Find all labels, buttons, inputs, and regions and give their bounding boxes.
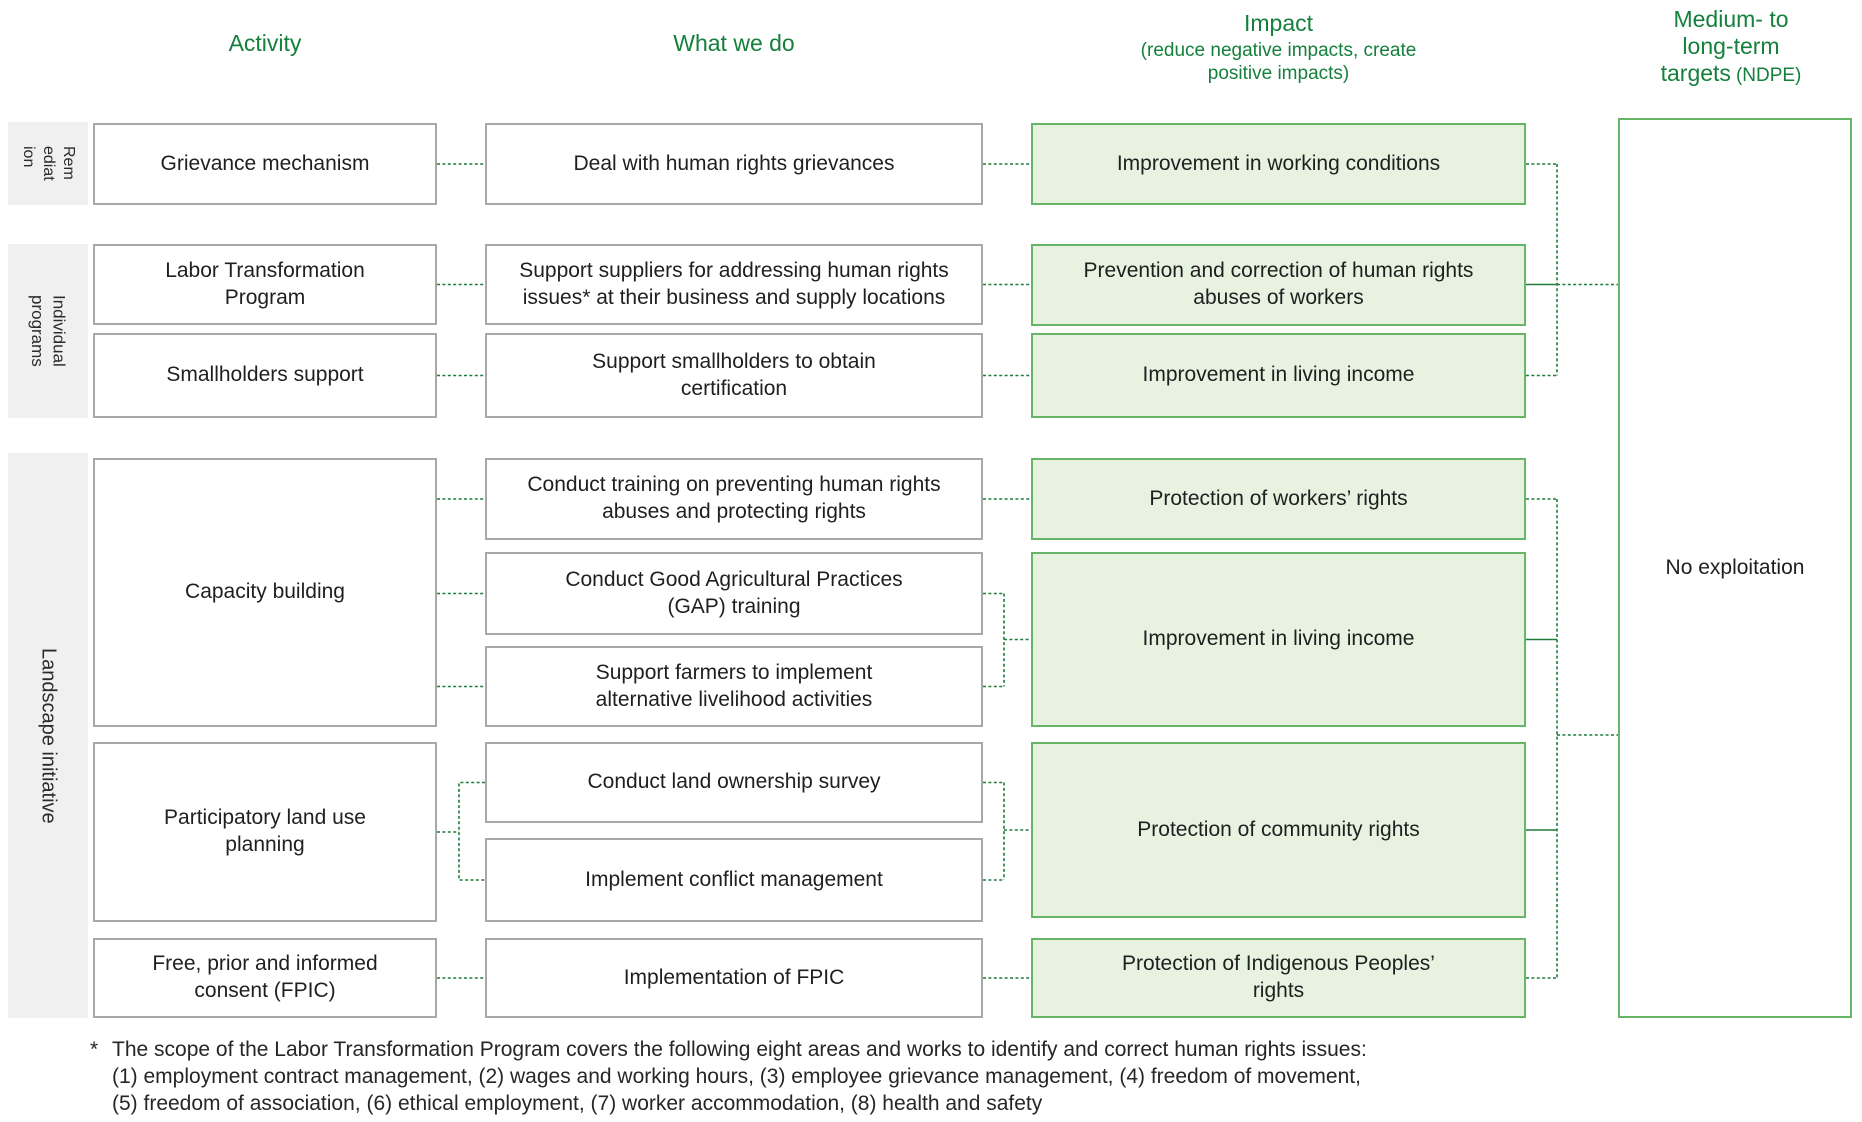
column-header-targets: Medium- to long-term targets(NDPE) — [1600, 6, 1862, 89]
group-strip-landscape-initiative: Landscape initiative — [8, 453, 88, 1018]
whatwedo-box-support-suppliers: Support suppliers for addressing human r… — [485, 244, 983, 325]
footnote-line3: (5) freedom of association, (6) ethical … — [112, 1092, 1043, 1115]
whatwedo-label: Conduct land ownership survey — [587, 770, 881, 794]
whatwedo-label: Support smallholders to obtain certifica… — [592, 349, 876, 400]
whatwedo-label: Conduct training on preventing human rig… — [527, 473, 941, 523]
activity-label: Capacity building — [185, 580, 345, 604]
connector-impact-bracket-top — [1526, 163, 1618, 377]
connector-participatory-bracket — [437, 781, 485, 881]
impact-label: Prevention and correction of human right… — [1083, 259, 1474, 309]
footnote-line2: (1) employment contract management, (2) … — [112, 1065, 1361, 1088]
column-header-impact: Impact (reduce negative impacts, create … — [1031, 10, 1526, 85]
activity-label: Labor Transformation Program — [165, 258, 365, 309]
whatwedo-box-grievances: Deal with human rights grievances — [485, 123, 983, 205]
whatwedo-label: Conduct Good Agricultural Practices (GAP… — [565, 567, 903, 618]
impact-label: Improvement in living income — [1142, 627, 1415, 651]
whatwedo-box-alternative-livelihood: Support farmers to implement alternative… — [485, 646, 983, 727]
activity-box-grievance-mechanism: Grievance mechanism — [93, 123, 437, 205]
whatwedo-box-gap-training: Conduct Good Agricultural Practices (GAP… — [485, 552, 983, 635]
activity-label: Grievance mechanism — [160, 151, 370, 175]
impact-box-living-income-1: Improvement in living income — [1031, 333, 1526, 418]
connector-impact-bracket-bottom — [1526, 498, 1618, 979]
connector-activity-to-whatwedo — [437, 163, 485, 979]
footnote-line1-text: The scope of the Labor Transformation Pr… — [112, 1038, 1367, 1061]
connector-gap-livelihood-bracket — [983, 592, 1031, 688]
impact-label: Improvement in living income — [1142, 363, 1415, 387]
whatwedo-label: Implementation of FPIC — [623, 965, 845, 989]
activity-label: Smallholders support — [166, 363, 364, 387]
footnote-asterisk: * — [90, 1038, 99, 1061]
targets-header-text: Medium- to long-term targets — [1660, 6, 1789, 86]
connector-whatwedo-to-impact — [983, 163, 1031, 979]
whatwedo-box-smallholders-certification: Support smallholders to obtain certifica… — [485, 333, 983, 418]
group-strip-individual-programs: Individual programs — [8, 244, 88, 418]
connector-impact-bracket-bottom-solid-taps — [1526, 638, 1557, 831]
impact-box-community-rights: Protection of community rights — [1031, 742, 1526, 918]
whatwedo-label: Implement conflict management — [585, 867, 883, 891]
whatwedo-box-conflict-management: Implement conflict management — [485, 838, 983, 922]
impact-label: Protection of community rights — [1137, 817, 1420, 841]
whatwedo-label: Deal with human rights grievances — [573, 151, 895, 175]
impact-box-working-conditions: Improvement in working conditions — [1031, 123, 1526, 205]
activity-box-capacity-building: Capacity building — [93, 458, 437, 727]
column-header-activity: Activity — [228, 30, 302, 56]
whatwedo-box-training: Conduct training on preventing human rig… — [485, 458, 983, 540]
footnote-line1: * The scope of the Labor Transformation P… — [90, 1036, 1850, 1063]
whatwedo-label: Support farmers to implement alternative… — [595, 660, 873, 711]
whatwedo-box-land-ownership-survey: Conduct land ownership survey — [485, 742, 983, 823]
target-box-no-exploitation: No exploitation — [1618, 118, 1852, 1018]
footnote: * The scope of the Labor Transformation P… — [90, 1036, 1850, 1117]
impact-label: Improvement in working conditions — [1116, 151, 1441, 175]
group-strip-remediation: Rem ediat ion — [8, 122, 88, 205]
impact-box-workers-rights: Protection of workers’ rights — [1031, 458, 1526, 540]
group-label-remediation: Rem ediat ion — [20, 146, 77, 181]
target-label: No exploitation — [1665, 555, 1805, 579]
impact-header-title: Impact — [1243, 10, 1314, 36]
activity-box-smallholders-support: Smallholders support — [93, 333, 437, 418]
impact-box-indigenous-peoples-rights: Protection of Indigenous Peoples’ rights — [1031, 938, 1526, 1018]
impact-label: Protection of workers’ rights — [1149, 486, 1408, 510]
impact-header-subtitle: (reduce negative impacts, create positiv… — [1140, 40, 1417, 84]
group-label-landscape-initiative: Landscape initiative — [37, 647, 60, 824]
activity-box-fpic: Free, prior and informed consent (FPIC) — [93, 938, 437, 1018]
activity-label: Participatory land use planning — [164, 806, 366, 856]
impact-box-prevention-correction: Prevention and correction of human right… — [1031, 244, 1526, 326]
impact-box-living-income-2: Improvement in living income — [1031, 552, 1526, 727]
column-header-what-we-do: What we do — [673, 30, 795, 56]
activity-label: Free, prior and informed consent (FPIC) — [152, 952, 378, 1002]
connector-landuse-bracket — [983, 781, 1031, 881]
whatwedo-label: Support suppliers for addressing human r… — [519, 258, 949, 309]
impact-label: Protection of Indigenous Peoples’ rights — [1122, 952, 1435, 1002]
whatwedo-box-implementation-fpic: Implementation of FPIC — [485, 938, 983, 1018]
targets-header-ndpe: (NDPE) — [1735, 65, 1802, 86]
group-label-individual-programs: Individual programs — [28, 295, 69, 367]
activity-box-labor-transformation-program: Labor Transformation Program — [93, 244, 437, 325]
activity-box-participatory-land-use-planning: Participatory land use planning — [93, 742, 437, 922]
